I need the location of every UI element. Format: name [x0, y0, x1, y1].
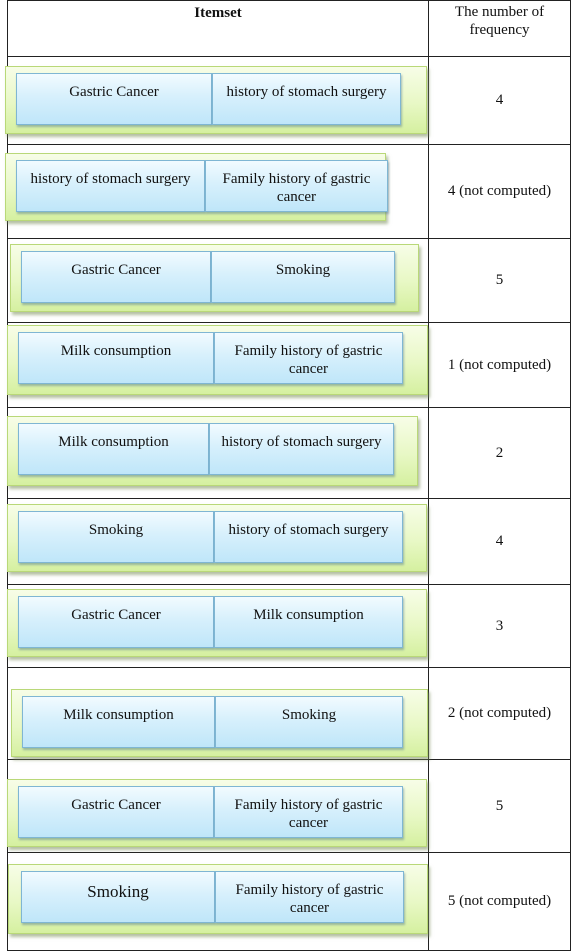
column-divider: [428, 145, 429, 238]
itemset-group: Milk consumption history of stomach surg…: [7, 416, 418, 486]
table-row: Gastric Cancer Smoking 5: [8, 239, 570, 323]
item-box: history of stomach surgery: [212, 73, 401, 125]
itemset-group: Milk consumption Family history of gastr…: [7, 325, 428, 395]
frequency-value: 5: [495, 797, 504, 814]
frequency-value: 4: [495, 92, 504, 108]
frequency-header-line2: frequency: [469, 22, 530, 38]
itemset-table: Itemset The number of frequency Gastric …: [5, 0, 571, 951]
table-row: Gastric Cancer Family history of gastric…: [7, 760, 570, 853]
item-box: Gastric Cancer: [21, 251, 211, 303]
itemset-header: Itemset: [194, 5, 242, 21]
item-box: Milk consumption: [22, 696, 215, 748]
item-box: Gastric Cancer: [16, 73, 212, 125]
frequency-value: 2 (not computed): [447, 705, 552, 721]
table-row: Milk consumption Smoking 2 (not computed…: [8, 668, 570, 760]
column-divider: [428, 408, 429, 498]
item-box: Milk consumption: [18, 423, 209, 475]
item-box: Smoking: [18, 511, 214, 563]
item-box: Smoking: [21, 871, 215, 923]
column-divider: [428, 853, 429, 950]
frequency-value: 3: [495, 617, 504, 634]
table-row: Smoking history of stomach surgery 4: [7, 499, 570, 585]
itemset-group: Milk consumption Smoking: [11, 689, 428, 757]
itemset-group: Gastric Cancer Milk consumption: [7, 589, 427, 657]
item-box: history of stomach surgery: [214, 511, 403, 563]
item-box: Smoking: [215, 696, 403, 748]
table-header-row: Itemset The number of frequency: [8, 0, 570, 57]
item-box: Family history of gastric cancer: [214, 332, 403, 384]
frequency-value: 1 (not computed): [447, 356, 552, 373]
column-divider: [428, 499, 429, 584]
item-box: Milk consumption: [214, 596, 403, 648]
column-divider: [428, 57, 429, 144]
itemset-group: Gastric Cancer Family history of gastric…: [7, 779, 427, 847]
column-divider: [428, 585, 429, 667]
itemset-group: Smoking history of stomach surgery: [7, 504, 427, 572]
column-divider: [428, 323, 429, 407]
frequency-header: The number of frequency: [429, 3, 570, 39]
item-box: Gastric Cancer: [18, 786, 214, 838]
frequency-value: 5 (not computed): [447, 893, 552, 909]
frequency-value: 4 (not computed): [447, 183, 552, 199]
item-box: history of stomach surgery: [209, 423, 394, 475]
frequency-header-line1: The number of: [454, 4, 545, 20]
item-box: Smoking: [211, 251, 395, 303]
itemset-group: Gastric Cancer Smoking: [10, 244, 419, 312]
column-divider: [428, 760, 429, 852]
frequency-value: 4: [495, 533, 504, 549]
column-divider: [428, 1, 429, 56]
itemset-group: Smoking Family history of gastric cancer: [8, 864, 428, 934]
item-box: Family history of gastric cancer: [215, 871, 404, 923]
itemset-group: history of stomach surgery Family histor…: [5, 153, 388, 221]
item-box: history of stomach surgery: [16, 160, 205, 212]
table-row: Smoking Family history of gastric cancer…: [8, 853, 570, 951]
item-box: Family history of gastric cancer: [214, 786, 403, 838]
item-box: Gastric Cancer: [18, 596, 214, 648]
table-row: Gastric Cancer Milk consumption 3: [7, 585, 570, 668]
item-box: Family history of gastric cancer: [205, 160, 388, 212]
itemset-group: Gastric Cancer history of stomach surger…: [5, 66, 427, 134]
frequency-value: 5: [495, 272, 504, 288]
table-row: Gastric Cancer history of stomach surger…: [5, 57, 570, 145]
item-box: Milk consumption: [18, 332, 214, 384]
table-row: history of stomach surgery Family histor…: [5, 145, 570, 239]
column-divider: [428, 668, 429, 759]
frequency-value: 2: [495, 444, 504, 461]
table-row: Milk consumption history of stomach surg…: [7, 408, 570, 499]
table-row: Milk consumption Family history of gastr…: [7, 323, 570, 408]
column-divider: [428, 239, 429, 322]
